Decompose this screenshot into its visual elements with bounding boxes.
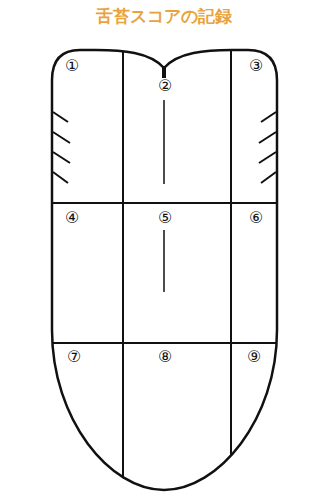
side-hatching bbox=[53, 112, 276, 183]
median-groove bbox=[163, 230, 165, 292]
callout-number: ⑤ bbox=[158, 209, 172, 227]
callout-number: ① bbox=[65, 57, 79, 75]
grid-line bbox=[230, 40, 232, 500]
tongue-outline bbox=[52, 50, 277, 490]
callout-number: ③ bbox=[249, 57, 263, 75]
diagram-title: 舌苔スコアの記録 bbox=[96, 5, 232, 28]
callout-number: ② bbox=[158, 77, 172, 95]
median-groove bbox=[163, 100, 165, 184]
grid-line bbox=[40, 202, 290, 204]
callout-number: ⑧ bbox=[158, 348, 172, 366]
region-grid bbox=[40, 40, 290, 500]
grid-line bbox=[40, 342, 290, 344]
callout-number: ⑨ bbox=[247, 348, 261, 366]
callout-number: ④ bbox=[65, 209, 79, 227]
grid-line bbox=[122, 40, 124, 500]
callout-number: ⑥ bbox=[249, 209, 263, 227]
callout-number: ⑦ bbox=[67, 348, 81, 366]
